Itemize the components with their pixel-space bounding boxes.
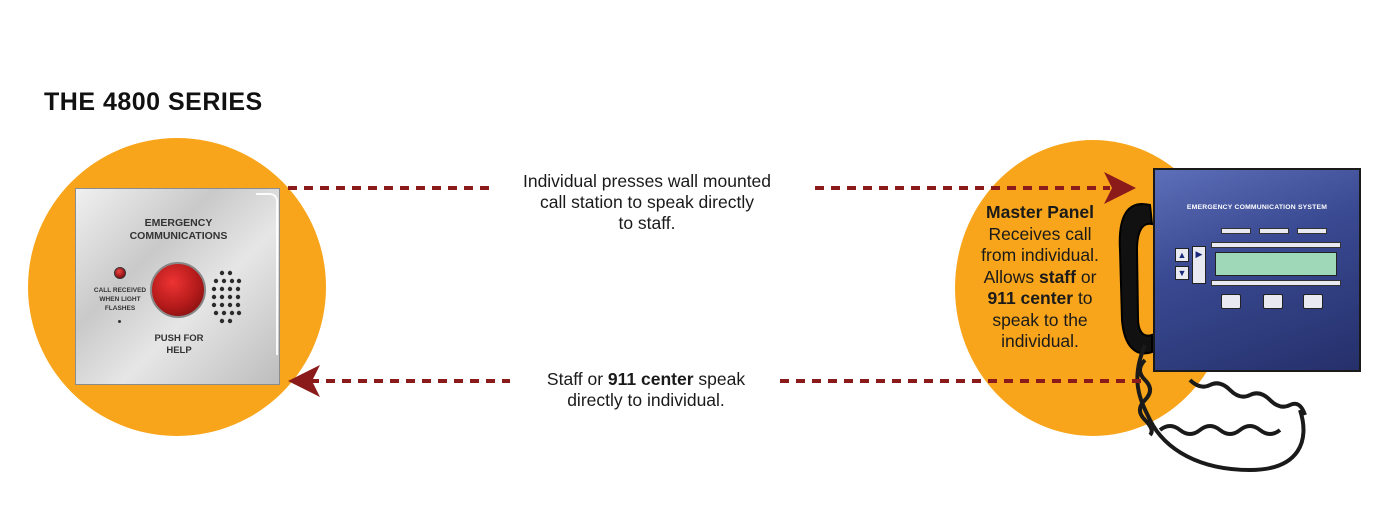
- lcd-display: [1215, 252, 1337, 276]
- top-caption: Individual presses wall mounted call sta…: [488, 171, 806, 234]
- panel-slot: [1259, 228, 1289, 234]
- master-panel-title: Master Panel: [986, 202, 1094, 222]
- master-text-line4-bold: 911 center: [987, 288, 1074, 308]
- call-station-heading-line2: COMMUNICATIONS: [129, 230, 228, 242]
- master-text-line5: speak to the: [992, 309, 1088, 330]
- top-caption-line2: call station to speak directly: [540, 192, 754, 212]
- master-text-line3-pre: Allows: [983, 266, 1040, 287]
- status-light-icon: [114, 267, 126, 279]
- bottom-caption-bold: 911 center: [607, 369, 694, 389]
- led-caption-line2: WHEN LIGHT: [99, 296, 141, 303]
- call-station-plate: EMERGENCY COMMUNICATIONS CALL RECEIVED W…: [75, 188, 280, 385]
- master-text-line3-bold: staff: [1039, 266, 1076, 287]
- master-panel-description: Master Panel Receives call from individu…: [958, 202, 1122, 353]
- master-text-line4: 911 center to: [958, 288, 1122, 310]
- master-panel-heading: EMERGENCY COMMUNICATION SYSTEM: [1186, 204, 1328, 211]
- up-arrow-button[interactable]: ▲: [1175, 248, 1189, 262]
- bottom-caption-post: speak: [693, 369, 746, 389]
- down-arrow-button[interactable]: ▼: [1175, 266, 1189, 280]
- panel-bottom-bar: [1211, 280, 1341, 286]
- panel-button-1[interactable]: [1221, 294, 1241, 309]
- bottom-caption: Staff or 911 center speak directly to in…: [508, 369, 784, 411]
- led-caption-line3: FLASHES: [104, 305, 136, 312]
- master-text-line2: from individual.: [981, 245, 1099, 265]
- push-label-line1: PUSH FOR: [154, 333, 204, 344]
- top-caption-line3: to staff.: [618, 213, 676, 233]
- speaker-grille-icon: [211, 270, 242, 324]
- call-station-heading: EMERGENCY COMMUNICATIONS: [76, 217, 281, 243]
- master-text-line3-post: or: [1075, 266, 1097, 287]
- bottom-caption-line1: Staff or 911 center speak: [508, 369, 784, 390]
- push-for-help-label: PUSH FOR HELP: [136, 333, 222, 357]
- phone-cord-icon: [1135, 344, 1307, 473]
- master-text-line1: Receives call: [988, 223, 1092, 244]
- panel-button-2[interactable]: [1263, 294, 1283, 309]
- push-label-line2: HELP: [166, 345, 192, 356]
- panel-slot: [1221, 228, 1251, 234]
- panel-top-bar: [1211, 242, 1341, 248]
- handset-icon: [1118, 203, 1154, 355]
- diagram-title: THE 4800 SERIES: [44, 88, 263, 116]
- push-for-help-button[interactable]: [150, 262, 206, 318]
- bottom-caption-line2: directly to individual.: [567, 390, 725, 410]
- top-caption-line1: Individual presses wall mounted: [522, 171, 772, 191]
- right-arrow-button[interactable]: ▶: [1192, 246, 1206, 284]
- panel-slot: [1297, 228, 1327, 234]
- master-text-line4-post: to: [1073, 288, 1093, 308]
- plate-shine: [256, 193, 278, 355]
- bottom-arrow-head: [288, 365, 320, 397]
- bottom-caption-pre: Staff or: [546, 369, 608, 389]
- master-text-line3: Allows staff or: [958, 267, 1122, 289]
- led-caption-line1: CALL RECEIVED: [93, 287, 147, 294]
- panel-button-3[interactable]: [1303, 294, 1323, 309]
- top-arrow-head: [1104, 172, 1136, 204]
- indicator-dot: [118, 320, 121, 323]
- led-caption: CALL RECEIVED WHEN LIGHT FLASHES: [92, 286, 148, 313]
- call-station-heading-line1: EMERGENCY: [144, 217, 213, 229]
- master-panel-device: EMERGENCY COMMUNICATION SYSTEM ▲ ▼ ▶: [1153, 168, 1361, 372]
- master-text-line6: individual.: [1001, 331, 1079, 351]
